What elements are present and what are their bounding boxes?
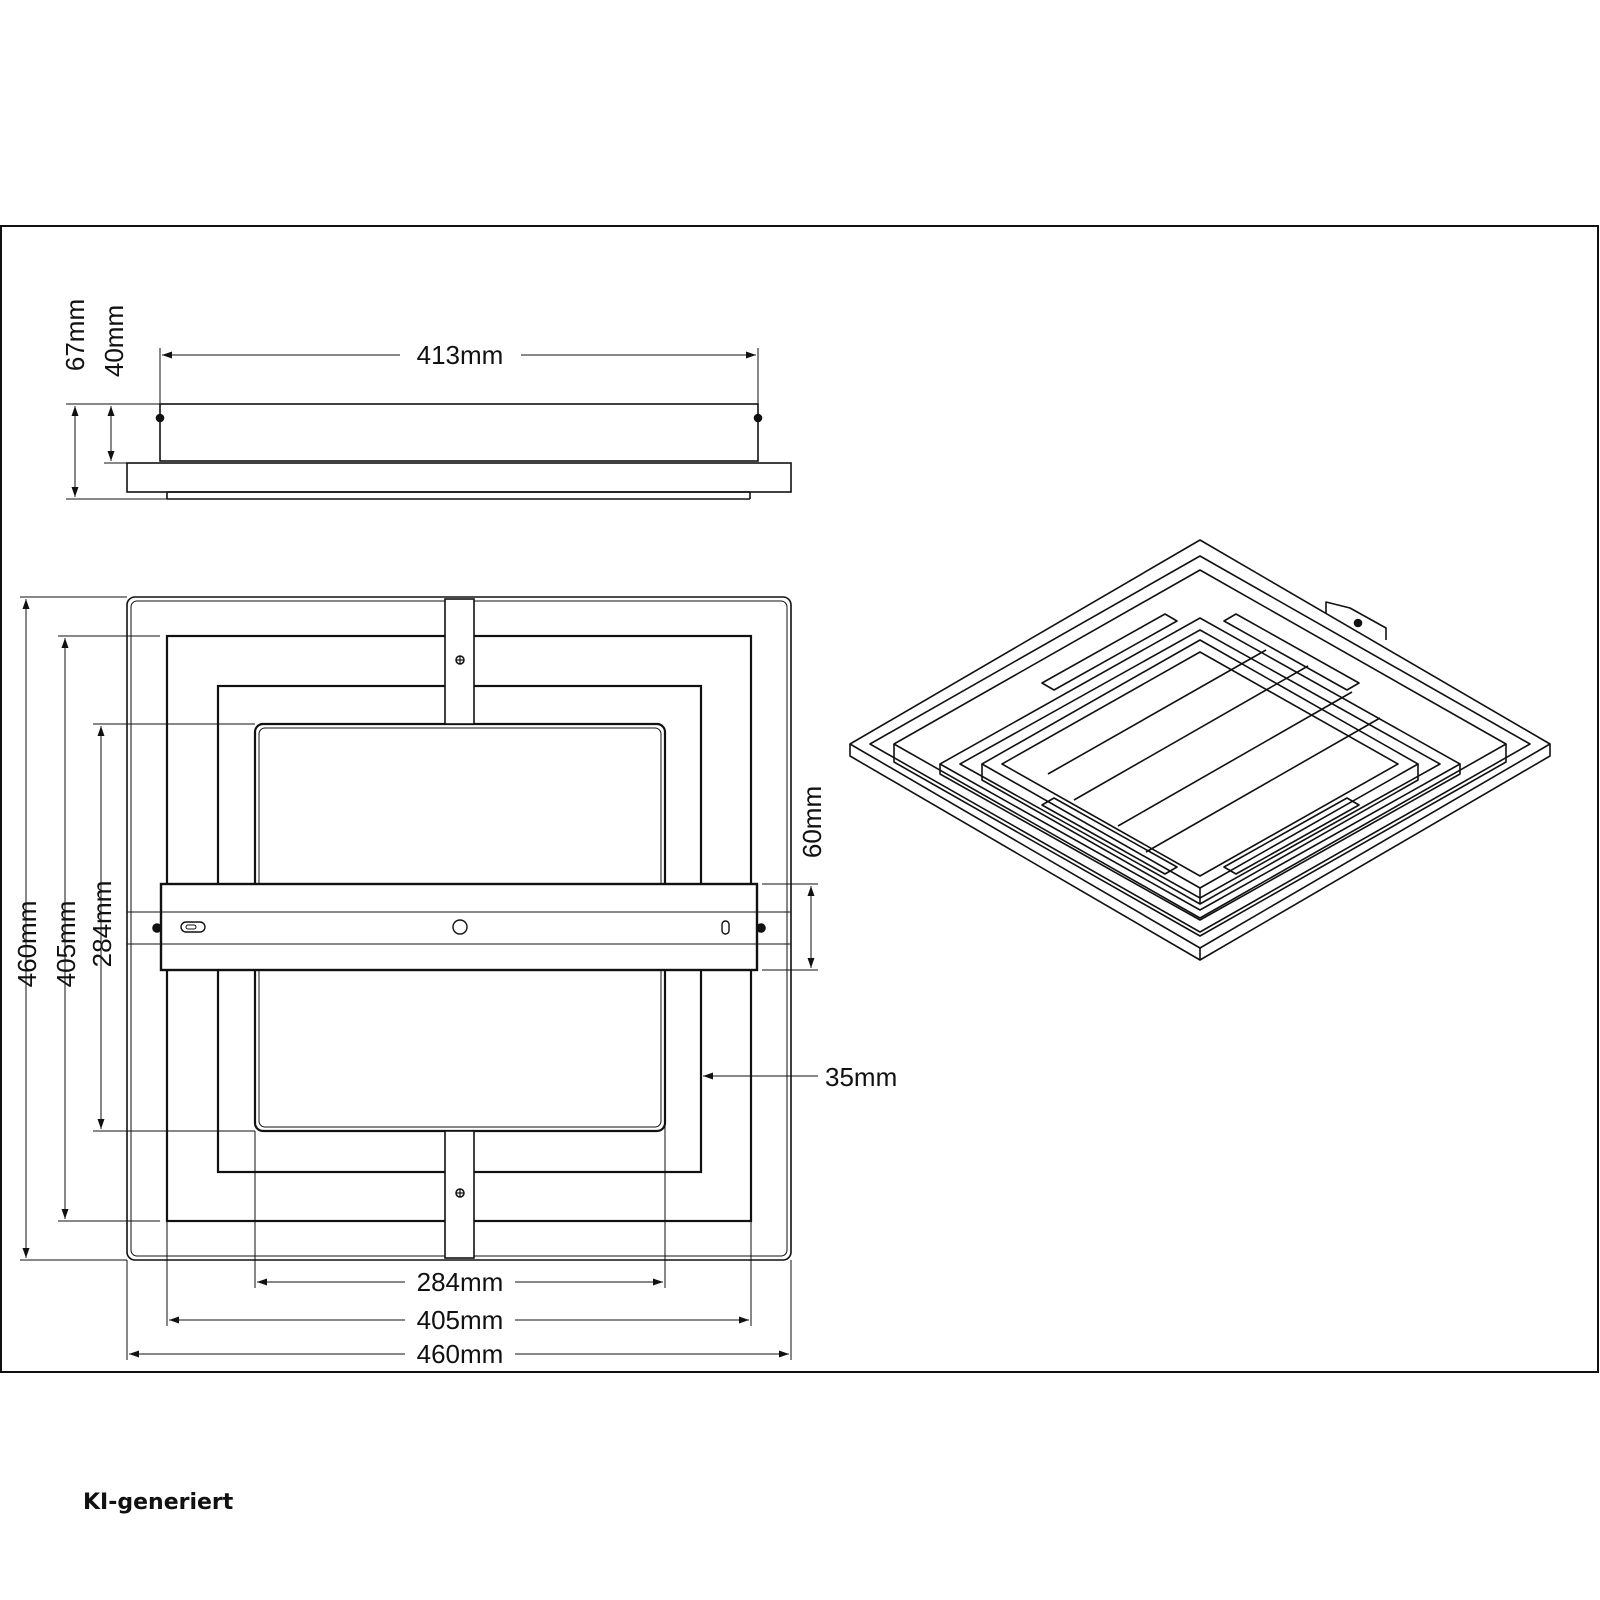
iso-third-frame — [939, 617, 1461, 911]
side-width-label: 413mm — [417, 340, 504, 370]
outer-frame — [126, 596, 792, 1261]
mounting-bracket — [159, 882, 759, 972]
drawing-frame — [0, 225, 1599, 1373]
bracket-height-label: 60mm — [797, 786, 827, 858]
iso-outer-plate — [849, 539, 1551, 949]
inner-width-label: 284mm — [417, 1267, 504, 1297]
side-view-plate — [126, 462, 792, 493]
middle-width-label: 405mm — [417, 1305, 504, 1335]
frame-offset-label: 35mm — [825, 1062, 897, 1092]
outer-height-label: 460mm — [12, 901, 42, 988]
top-view — [20, 596, 818, 1360]
side-view-body — [159, 403, 759, 462]
side-view — [66, 348, 792, 500]
inner-height-label: 284mm — [87, 881, 117, 968]
side-total-height-label: 67mm — [60, 299, 90, 371]
middle-height-label: 405mm — [51, 901, 81, 988]
side-body-height-label: 40mm — [99, 305, 129, 377]
iso-second-frame — [869, 555, 1531, 933]
outer-width-label: 460mm — [417, 1339, 504, 1369]
iso-mount-box — [1325, 601, 1387, 640]
ai-generated-caption: KI-generiert — [83, 1490, 234, 1515]
isometric-view — [849, 539, 1551, 961]
